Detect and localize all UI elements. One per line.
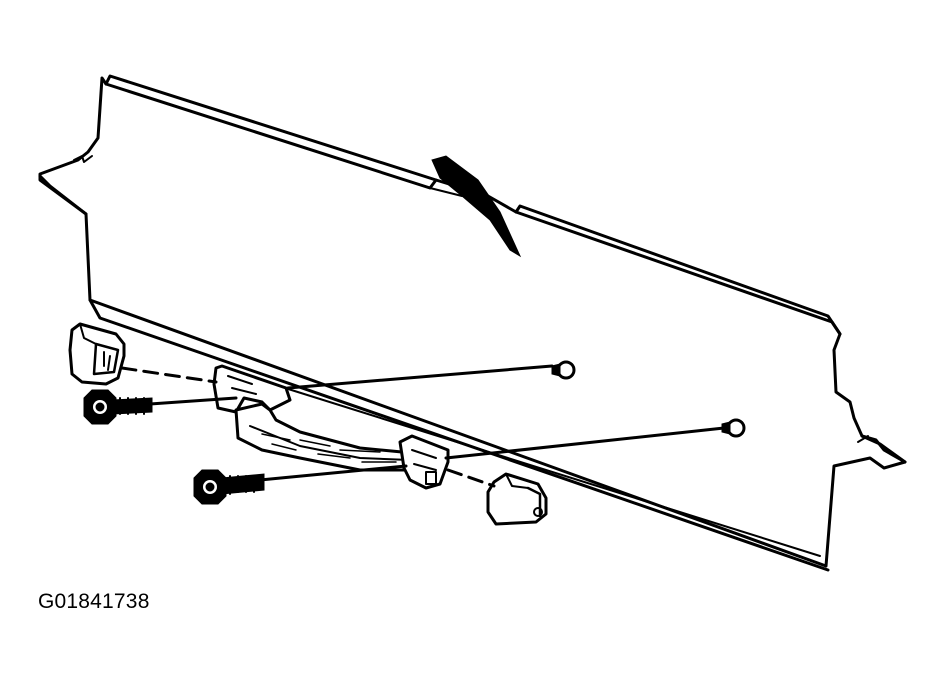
- lower-screw: [193, 464, 408, 505]
- upper-clip: [120, 360, 576, 390]
- right-end-cap: [486, 472, 548, 526]
- left-end-cap: [68, 322, 126, 386]
- trim-panel: [38, 74, 907, 572]
- pull-handle: [212, 364, 450, 490]
- upper-screw: [83, 389, 238, 425]
- lower-clip: [444, 418, 746, 488]
- figure-id-label: G01841738: [38, 590, 150, 613]
